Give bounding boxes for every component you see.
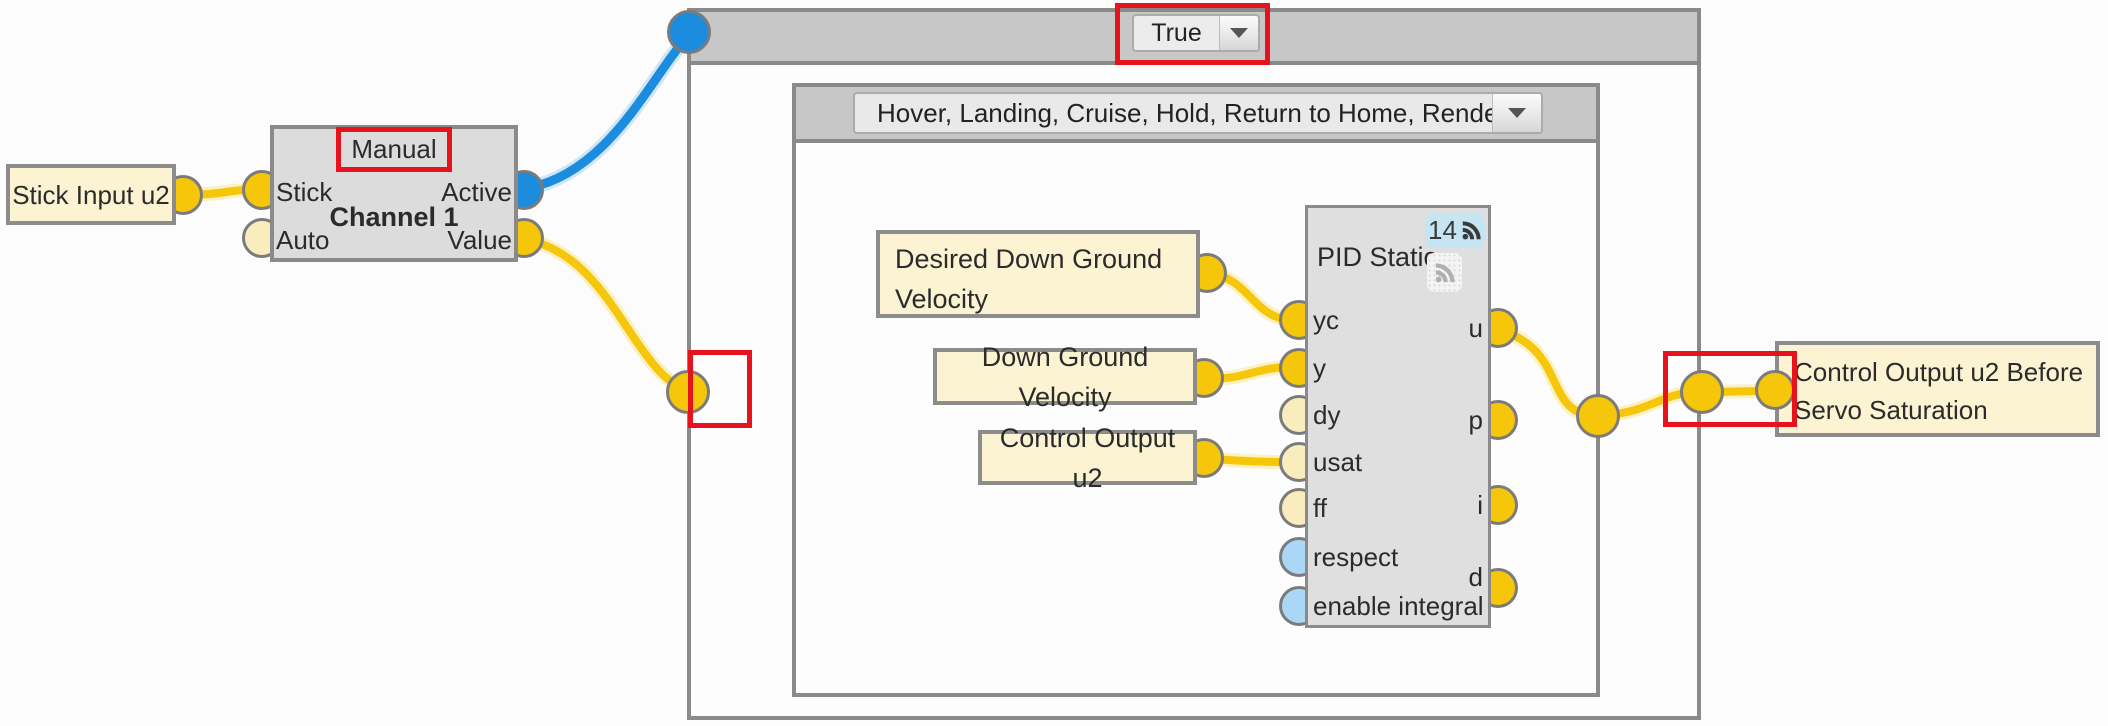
downground-velocity-text: Down Ground Velocity: [981, 341, 1149, 412]
rss-icon-faint: [1435, 262, 1455, 282]
pid-log-toggle-faint[interactable]: [1427, 253, 1462, 292]
wire-value-to-state[interactable]: [524, 236, 690, 394]
chevron-down-icon: [1508, 108, 1526, 118]
channel-port-label-stick: Stick: [276, 177, 333, 207]
desired-velocity-text: Desired Down Ground Velocity: [895, 244, 1163, 314]
pid-port-label-ff: ff: [1313, 493, 1327, 523]
pid-port-label-yc: yc: [1313, 305, 1339, 335]
channel-port-label-auto: Auto: [276, 225, 330, 255]
channel-mode-label: Manual: [351, 134, 437, 164]
state-condition-dropdown-button[interactable]: [1219, 16, 1258, 50]
chevron-down-icon: [1230, 28, 1248, 38]
pid-port-label-enableintegral: enable integral: [1313, 591, 1484, 621]
pid-port-label-y: y: [1313, 353, 1326, 383]
wire-glow: [521, 233, 693, 397]
pid-port-label-dy: dy: [1313, 400, 1341, 430]
rss-icon: [1462, 221, 1481, 240]
modes-dropdown[interactable]: Hover, Landing, Cruise, Hold, Return to …: [853, 92, 1543, 134]
pid-port-label-p: p: [1468, 405, 1483, 435]
pid-port-label-i: i: [1477, 490, 1483, 520]
downground-velocity-label-box[interactable]: Down Ground Velocity: [933, 342, 1197, 412]
true-dropdown-highlight-box: [1115, 3, 1270, 65]
pid-port-label-usat: usat: [1313, 447, 1363, 477]
modes-dropdown-value: Hover, Landing, Cruise, Hold, Return to …: [877, 97, 1492, 128]
port-state-active-in[interactable]: [667, 10, 711, 54]
state-condition-dropdown[interactable]: True: [1132, 14, 1260, 52]
controloutput-text: Control Output u2: [999, 422, 1176, 493]
channel-title: Channel 1: [329, 202, 459, 232]
wire-active-to-state[interactable]: [523, 31, 693, 193]
port-state-output-edge[interactable]: [1680, 370, 1724, 414]
pid-port-label-d: d: [1468, 562, 1483, 592]
output-ports-highlight-box: [1663, 351, 1797, 427]
controloutput-label-box[interactable]: Control Output u2: [978, 423, 1197, 493]
value-port-highlight-box: [688, 350, 752, 428]
pid-log-count: 14: [1428, 215, 1457, 245]
stickinput-label-text: Stick Input u2: [12, 179, 170, 210]
controloutput-before-text: Control Output u2 Before Servo Saturatio…: [1794, 357, 2084, 425]
manual-highlight-box: [336, 127, 452, 172]
state-condition-value: True: [1151, 18, 1202, 47]
port-junction-inner-edge[interactable]: [1576, 394, 1620, 438]
pid-log-badge[interactable]: 14: [1425, 213, 1485, 248]
stickinput-label-box[interactable]: Stick Input u2: [6, 164, 176, 225]
channel-port-label-active: Active: [441, 177, 512, 207]
desired-velocity-label-box[interactable]: Desired Down Ground Velocity: [876, 230, 1200, 318]
wire-glow: [520, 28, 696, 196]
modes-dropdown-button[interactable]: [1492, 94, 1541, 132]
controloutput-before-label-box[interactable]: Control Output u2 Before Servo Saturatio…: [1775, 341, 2100, 437]
pid-port-label-u: u: [1468, 313, 1483, 343]
pid-port-label-respect: respect: [1313, 542, 1399, 572]
pid-title: PID Static: [1317, 242, 1438, 272]
channel-port-label-value: Value: [447, 225, 512, 255]
